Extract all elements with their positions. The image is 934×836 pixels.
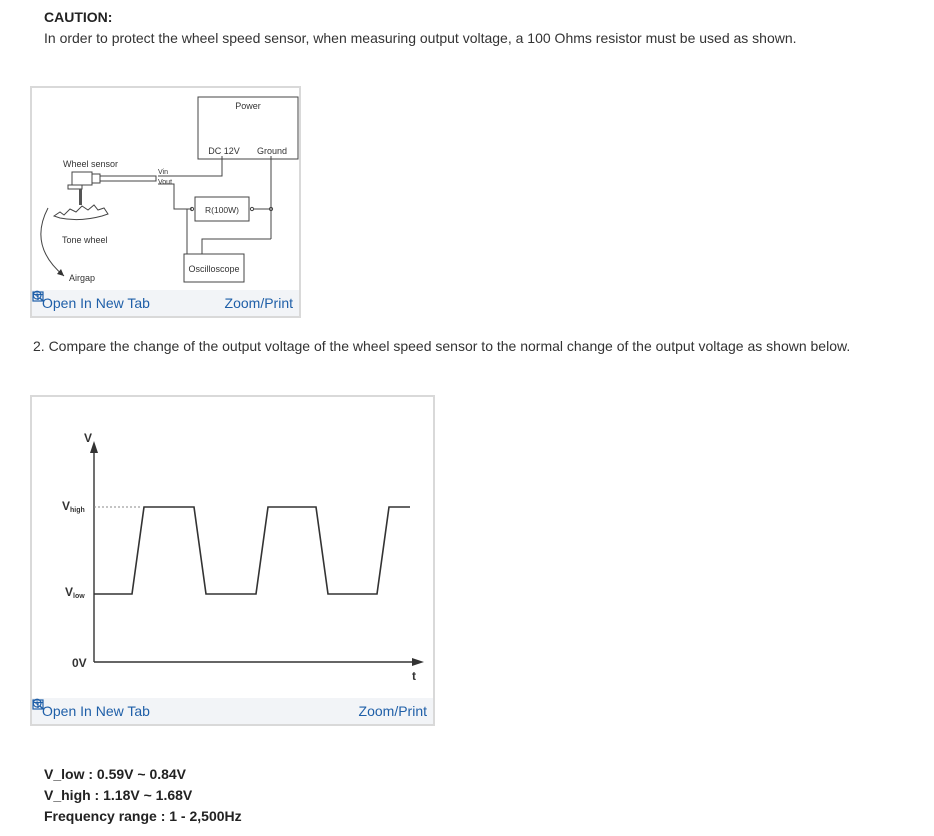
sensor-tip — [79, 189, 82, 205]
oscilloscope-box — [183, 253, 245, 283]
zoom-print-link[interactable]: Zoom/Print — [32, 698, 427, 719]
open-in-new-tab-label: Open In New Tab — [42, 703, 150, 719]
airgap-arrow — [40, 207, 65, 277]
zoom-print-link[interactable]: Zoom/Print — [32, 290, 293, 311]
oscilloscope-label: Oscilloscope — [188, 264, 239, 274]
zoom-print-label: Zoom/Print — [224, 295, 293, 311]
zoom-icon — [32, 698, 44, 710]
caution-text: In order to protect the wheel speed sens… — [44, 30, 797, 46]
circuit-diagram: Power DC 12V Ground Wheel sensor Vin Vou… — [40, 96, 299, 283]
dc12v-label: DC 12V — [208, 146, 240, 156]
t-axis-label: t — [412, 669, 416, 683]
caution-title: CAUTION: — [44, 9, 113, 25]
ground-label: Ground — [257, 146, 287, 156]
zoom-icon — [32, 290, 44, 302]
resistor-box — [194, 196, 250, 222]
v-high-label: Vhigh — [62, 499, 85, 514]
step-2-text: 2. Compare the change of the output volt… — [33, 338, 851, 354]
tone-wheel-teeth — [52, 204, 109, 221]
sensor-head — [71, 171, 93, 186]
wheel-sensor-label: Wheel sensor — [63, 159, 118, 169]
zero-v-label: 0V — [72, 656, 87, 670]
v-axis-label: V — [84, 431, 92, 445]
waveform-figure: V t Vhigh Vlow 0V Open In New Tab — [30, 395, 435, 726]
figure-footer: Open In New Tab Zoom/Print — [32, 290, 299, 316]
v-low-label: Vlow — [65, 585, 85, 600]
figure-footer: Open In New Tab Zoom/Print — [32, 698, 433, 724]
open-in-new-tab-label: Open In New Tab — [42, 295, 150, 311]
power-label: Power — [235, 101, 261, 111]
sensor-cable — [99, 175, 157, 182]
open-in-new-tab-link[interactable]: Open In New Tab — [32, 291, 150, 311]
waveform-diagram: V t Vhigh Vlow 0V — [62, 431, 424, 683]
voltage-waveform — [94, 506, 410, 595]
circuit-figure: Power DC 12V Ground Wheel sensor Vin Vou… — [30, 86, 301, 318]
open-in-new-tab-link[interactable]: Open In New Tab — [32, 699, 150, 719]
spec-v-low: V_low : 0.59V ~ 0.84V — [44, 766, 187, 782]
resistor-label: R(100W) — [205, 205, 239, 215]
spec-frequency: Frequency range : 1 - 2,500Hz — [44, 808, 242, 824]
power-box — [197, 96, 299, 160]
spec-v-high: V_high : 1.18V ~ 1.68V — [44, 787, 193, 803]
tone-wheel-label: Tone wheel — [62, 235, 108, 245]
vout-label: Vout — [158, 179, 172, 186]
vin-label: Vin — [158, 169, 168, 176]
airgap-label: Airgap — [69, 273, 95, 283]
zoom-print-label: Zoom/Print — [358, 703, 427, 719]
